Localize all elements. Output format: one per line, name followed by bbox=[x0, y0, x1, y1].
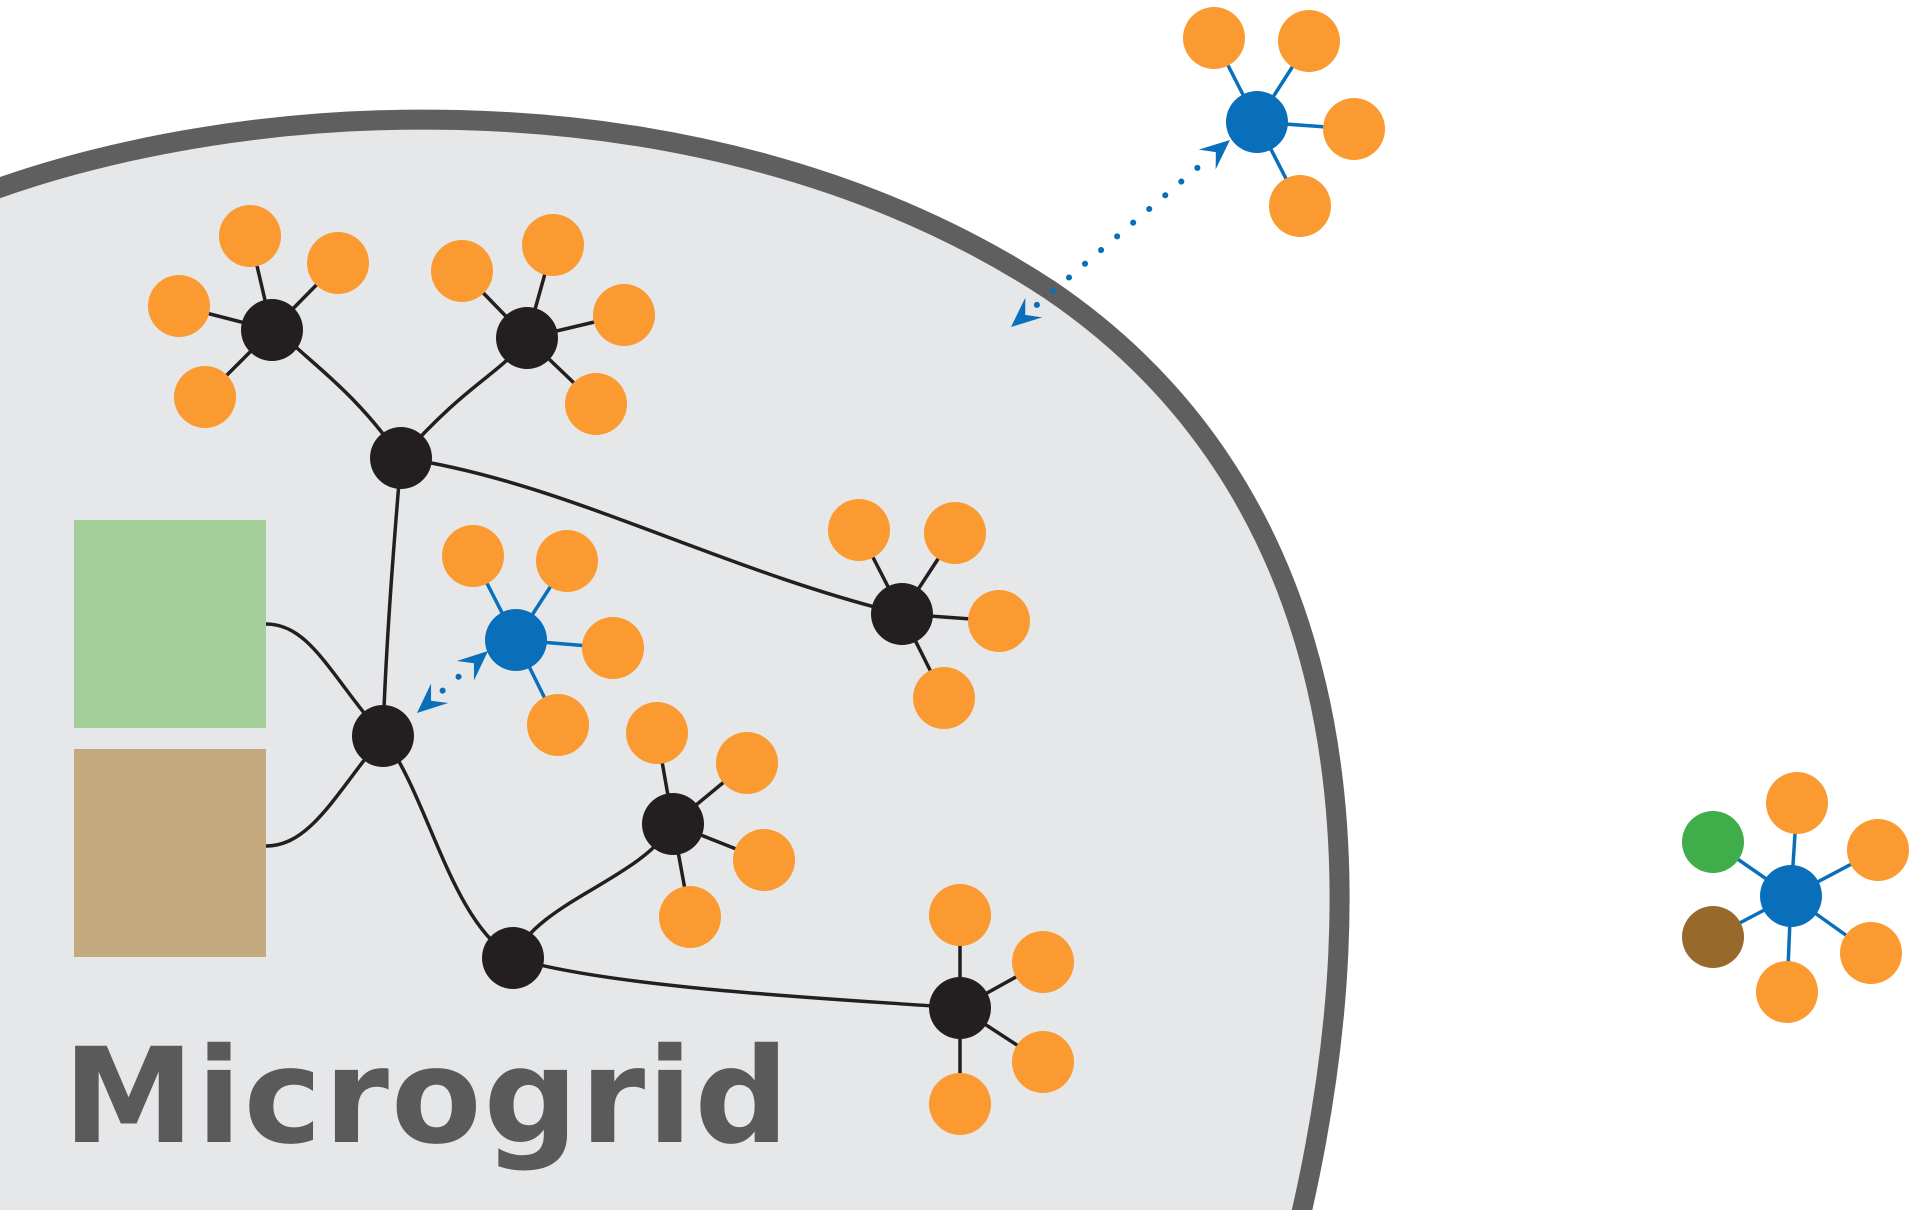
consumer-node-A-0 bbox=[219, 205, 281, 267]
consumer-node-G-3 bbox=[929, 1073, 991, 1135]
prosumer-hub-P1 bbox=[485, 609, 547, 671]
hub-node-D bbox=[871, 583, 933, 645]
consumer-node-P2-3 bbox=[1269, 175, 1331, 237]
dotted-communication-links bbox=[439, 159, 1208, 694]
consumer-node-C-0 bbox=[431, 240, 493, 302]
consumer-node-F-1 bbox=[716, 732, 778, 794]
hub-node-G bbox=[929, 977, 991, 1039]
consumer-node-C-3 bbox=[565, 373, 627, 435]
hub-node-B bbox=[370, 427, 432, 489]
prosumer-hub-P2 bbox=[1226, 91, 1288, 153]
consumer-node-G-0 bbox=[929, 884, 991, 946]
consumer-node-D-2 bbox=[968, 590, 1030, 652]
dotted-link-internal bbox=[439, 670, 466, 694]
consumer-node-P2-1 bbox=[1278, 10, 1340, 72]
hub-node-F bbox=[642, 793, 704, 855]
consumer-node-P2-0 bbox=[1183, 7, 1245, 69]
storage-source-block bbox=[74, 749, 266, 957]
consumer-node-A-1 bbox=[307, 232, 369, 294]
consumer-node-P1-2 bbox=[582, 617, 644, 679]
arrowhead-external-end bbox=[1198, 140, 1230, 170]
consumer-node-D-3 bbox=[913, 667, 975, 729]
link-hubB-hubD bbox=[400, 456, 903, 616]
consumer-node-C-1 bbox=[522, 214, 584, 276]
arrowhead-internal-end bbox=[456, 651, 488, 681]
nodes bbox=[148, 7, 1909, 1135]
consumer-node-P1-0 bbox=[442, 525, 504, 587]
hub-node-H bbox=[482, 927, 544, 989]
consumer-node-F-2 bbox=[733, 829, 795, 891]
microgrid-region bbox=[0, 109, 1350, 1210]
consumer-node-C-2 bbox=[593, 284, 655, 346]
consumer-node-P3-5 bbox=[1756, 961, 1818, 1023]
hub-node-A bbox=[241, 299, 303, 361]
arrowhead-external-start bbox=[1011, 297, 1043, 327]
consumer-node-P1-1 bbox=[536, 530, 598, 592]
prosumer-hub-P3 bbox=[1760, 865, 1822, 927]
consumer-node-P3-1 bbox=[1766, 772, 1828, 834]
consumer-node-D-0 bbox=[828, 499, 890, 561]
link-hubH-hubG bbox=[512, 956, 961, 1010]
consumer-node-P3-4 bbox=[1840, 922, 1902, 984]
microgrid-title: Microgrid bbox=[63, 1020, 791, 1174]
consumer-node-P2-2 bbox=[1323, 98, 1385, 160]
solar-source-node-P3-0 bbox=[1682, 811, 1744, 873]
consumer-node-P3-2 bbox=[1847, 819, 1909, 881]
consumer-node-F-0 bbox=[626, 702, 688, 764]
solar-source-block bbox=[74, 520, 266, 728]
consumer-node-A-3 bbox=[174, 366, 236, 428]
consumer-node-A-2 bbox=[148, 275, 210, 337]
arrowheads bbox=[417, 140, 1230, 713]
dotted-link-external bbox=[1033, 159, 1208, 308]
consumer-node-D-1 bbox=[924, 502, 986, 564]
arrowhead-internal-start bbox=[417, 683, 449, 713]
consumer-node-P1-3 bbox=[527, 694, 589, 756]
storage-source-node-P3-3 bbox=[1682, 906, 1744, 968]
hub-node-E bbox=[352, 705, 414, 767]
consumer-node-G-1 bbox=[1012, 931, 1074, 993]
consumer-node-G-2 bbox=[1012, 1031, 1074, 1093]
consumer-node-F-3 bbox=[659, 886, 721, 948]
hub-node-C bbox=[496, 307, 558, 369]
